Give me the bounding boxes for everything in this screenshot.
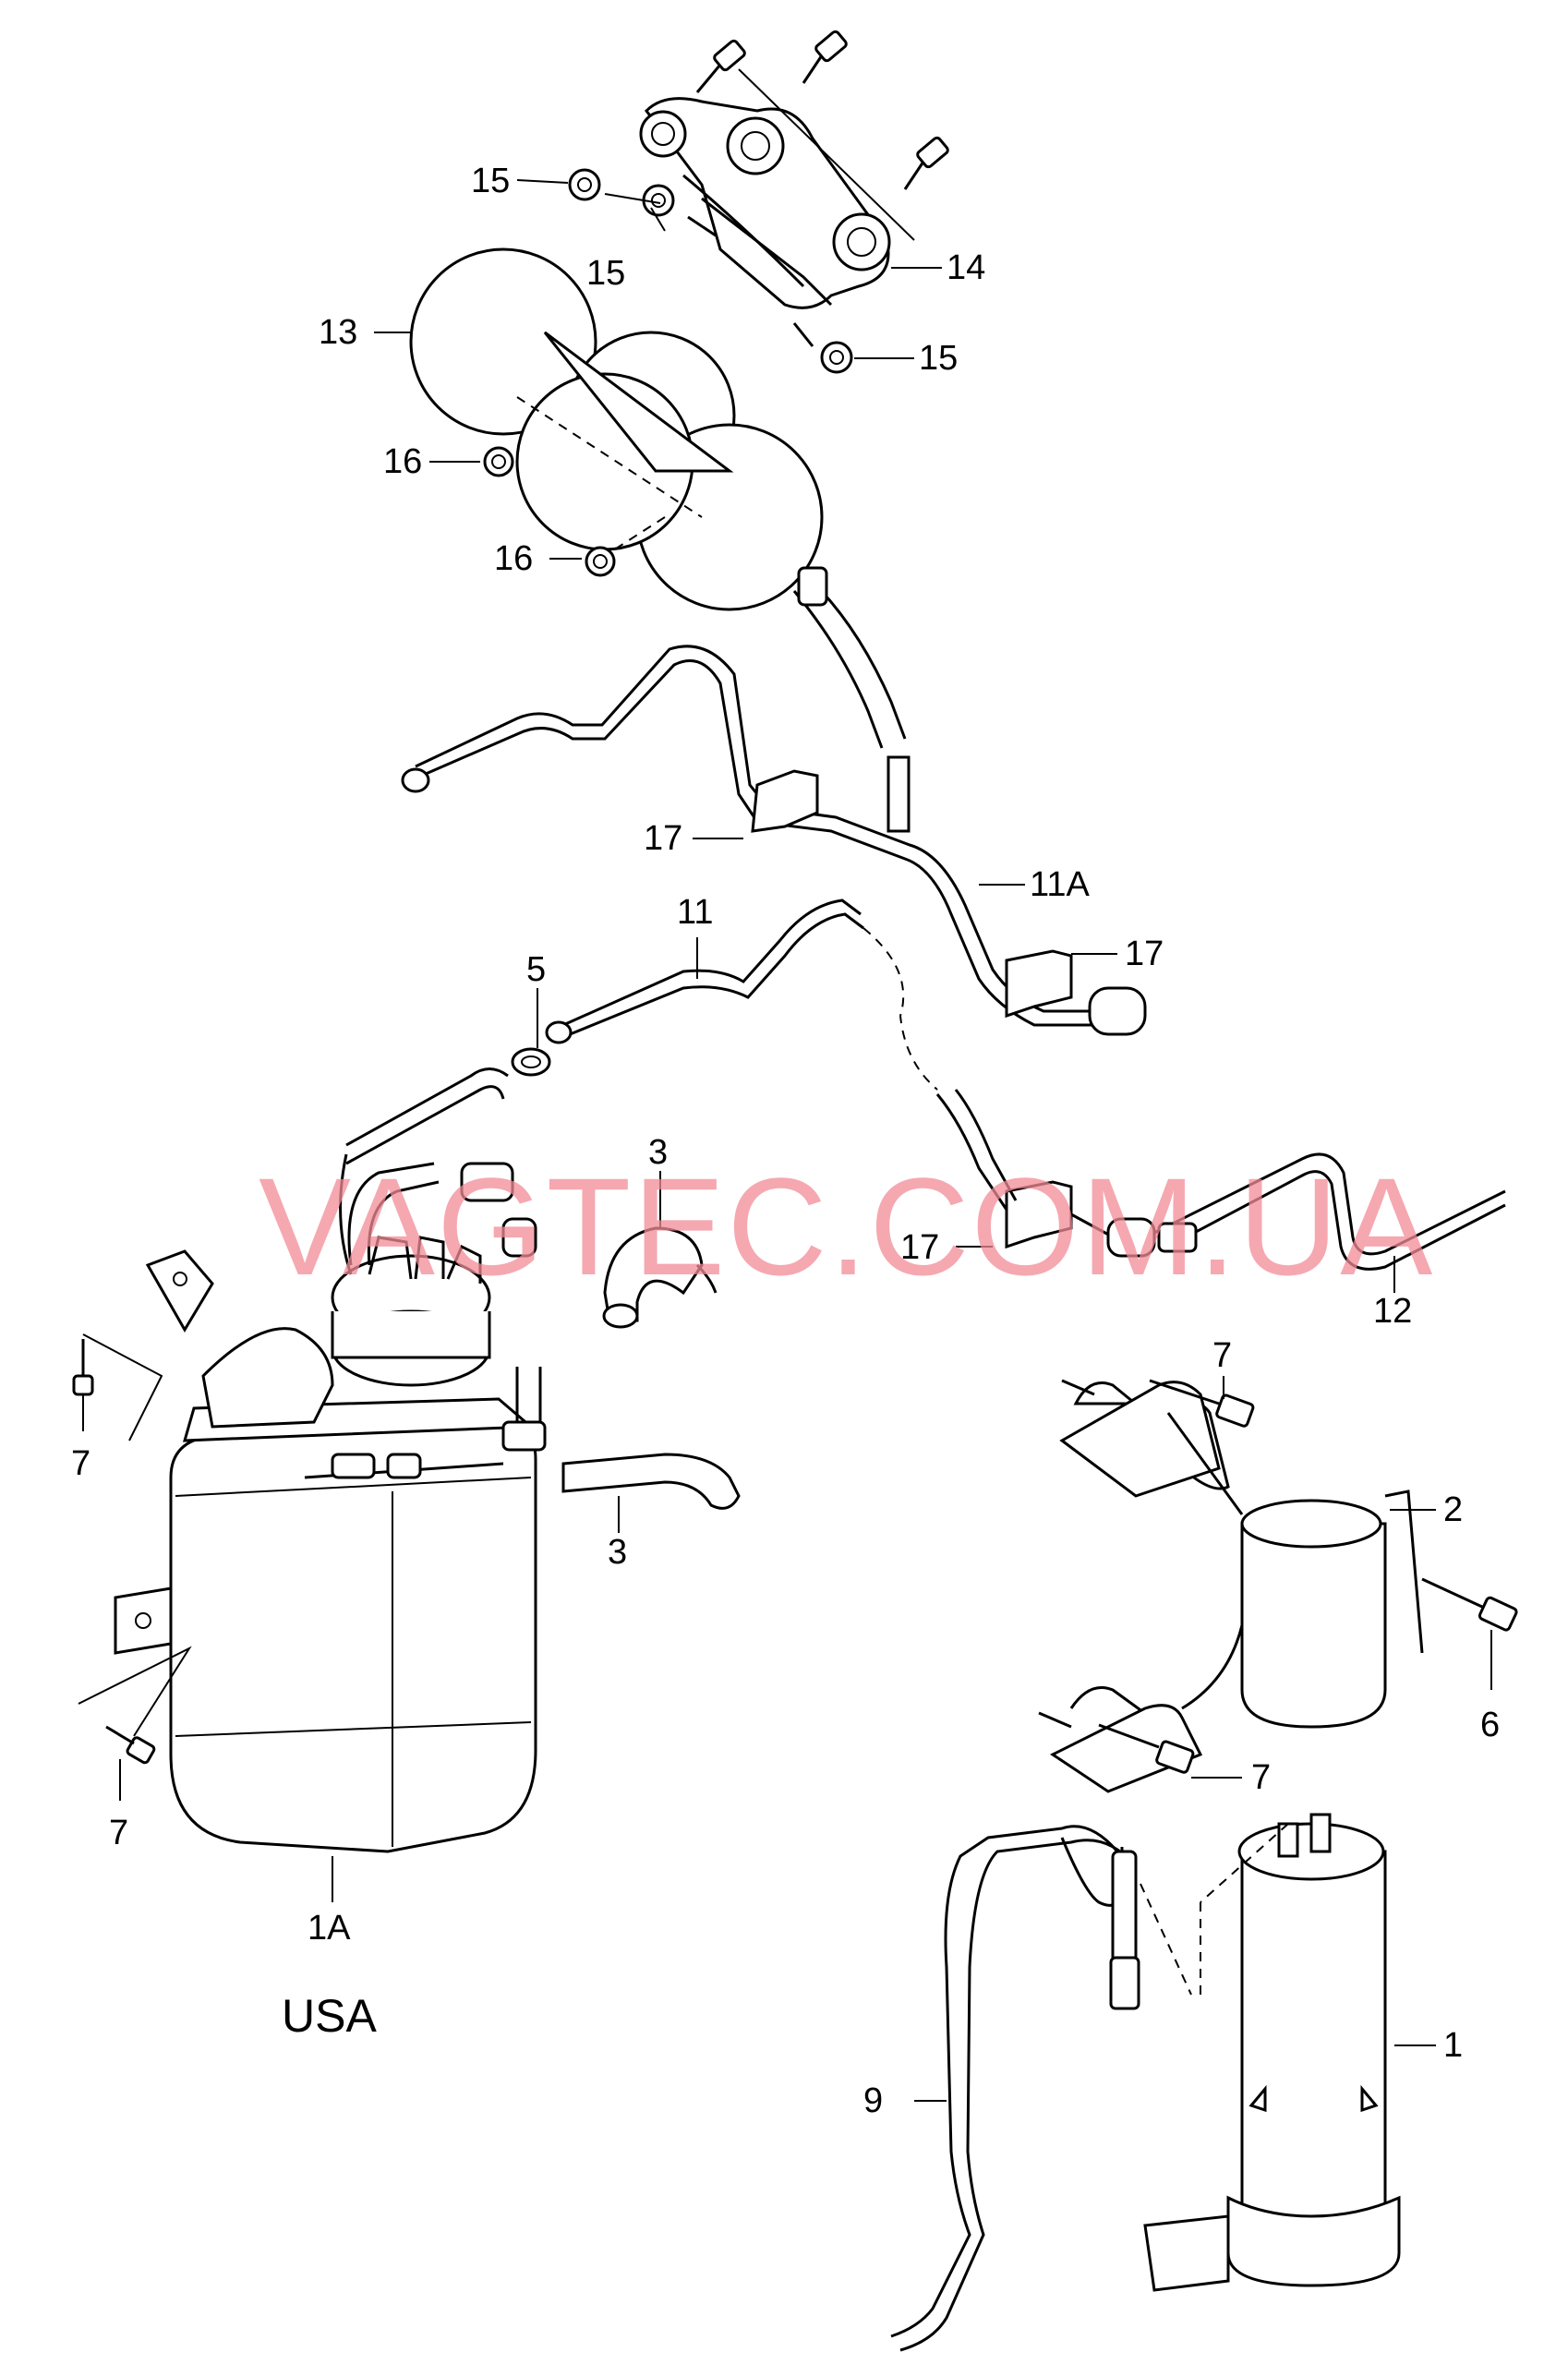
callout-13: 13 — [319, 313, 357, 352]
nut-icon — [820, 341, 853, 374]
callout-17: 17 — [900, 1228, 939, 1267]
callout-15: 15 — [471, 162, 510, 200]
hose-9 — [890, 1825, 1192, 2352]
bolt-7-upper-left — [72, 1333, 163, 1441]
callout-14: 14 — [947, 248, 985, 287]
canister-1 — [1143, 1813, 1401, 2292]
callout-17: 17 — [644, 819, 682, 858]
callout-2: 2 — [1443, 1490, 1463, 1529]
bolts-top — [687, 30, 949, 347]
callout-3: 3 — [648, 1133, 668, 1172]
bolt-7-right-lower — [1098, 1723, 1195, 1774]
stud-icon — [687, 215, 814, 347]
callout-12: 12 — [1373, 1292, 1412, 1331]
callout-labels: 15 15 15 14 13 16 16 17 11A 17 11 5 3 17… — [71, 162, 1500, 2120]
nuts-15 — [568, 168, 853, 374]
clamp-5 — [511, 1047, 551, 1077]
clips-17 — [751, 769, 1073, 1249]
callout-7: 7 — [1251, 1758, 1271, 1797]
canister-usa-1a — [114, 1067, 547, 1853]
callout-7: 7 — [1212, 1336, 1232, 1375]
bolt-6 — [1421, 1577, 1518, 1632]
callout-6: 6 — [1480, 1706, 1500, 1744]
bracket-assembly-14 — [639, 68, 915, 309]
nuts-16 — [483, 446, 616, 577]
bolt-icon — [695, 39, 746, 93]
callout-15: 15 — [586, 254, 625, 293]
callout-3: 3 — [608, 1533, 627, 1572]
bolt-7-right-upper — [1149, 1379, 1255, 1428]
hose-3-lower — [561, 1453, 741, 1510]
mounting-bracket-2 — [1038, 1379, 1424, 1793]
callout-7: 7 — [109, 1814, 128, 1852]
resonator-tank-13 — [409, 247, 907, 749]
callout-7: 7 — [71, 1444, 90, 1483]
clip-icon — [751, 769, 819, 833]
hose-3-upper — [602, 1226, 718, 1329]
pipe-12 — [1153, 1152, 1506, 1271]
callout-16: 16 — [383, 442, 422, 481]
bolt-7-lower-left — [78, 1646, 192, 1765]
bolt-icon — [802, 30, 848, 84]
bolt-icon — [903, 136, 949, 190]
nut-icon — [483, 446, 514, 477]
clip-icon — [1005, 949, 1073, 1019]
nut-icon — [568, 168, 601, 201]
callout-15: 15 — [919, 339, 958, 378]
leader-lines — [82, 179, 1492, 2102]
hose-11 — [545, 899, 1156, 1258]
callout-9: 9 — [863, 2081, 883, 2120]
clip-icon — [1005, 1180, 1073, 1249]
callout-16: 16 — [494, 539, 533, 578]
callout-17: 17 — [1125, 935, 1164, 973]
callout-5: 5 — [526, 950, 546, 989]
callout-1a: 1A — [308, 1909, 351, 1948]
callout-11a: 11A — [1030, 865, 1090, 904]
nut-icon — [585, 546, 616, 577]
watermark: VAGTEC.COM.UA — [259, 1149, 1434, 1304]
callout-1: 1 — [1443, 2026, 1463, 2065]
callout-11: 11 — [677, 893, 713, 932]
region-label-usa: USA — [282, 1990, 377, 2042]
